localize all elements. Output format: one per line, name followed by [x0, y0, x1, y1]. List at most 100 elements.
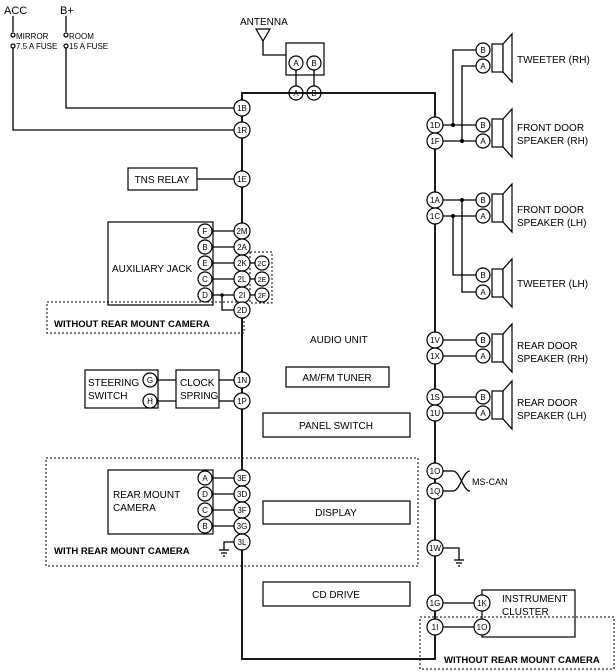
speaker-front-lh: B A FRONT DOOR SPEAKER (LH) [475, 182, 586, 234]
bplus-label: B+ [60, 5, 74, 17]
camera-pin-c: C [202, 506, 208, 515]
front-rh-label-1: FRONT DOOR [517, 123, 584, 134]
instrument-pin-1o: 1O [477, 623, 488, 632]
steering-label-1: STEERING [88, 378, 139, 389]
speaker-tweeter-rh: B A TWEETER (RH) [475, 32, 590, 84]
rear-rh-pin-a: A [480, 352, 486, 361]
connector-2f: 2F [258, 293, 266, 300]
tweeter-rh-pin-b: B [480, 46, 485, 55]
aux-jack-label: AUXILIARY JACK [112, 264, 193, 275]
connector-1r: 1R [237, 126, 247, 135]
instrument-pin-1k: 1K [477, 599, 487, 608]
antenna-pin-b: B [311, 59, 316, 68]
rear-lh-pin-a: A [480, 409, 486, 418]
room-fuse-label: 15 A FUSE [69, 42, 108, 51]
ground-icon-1w [443, 547, 464, 567]
connector-1d: 1D [430, 121, 440, 130]
connector-3e: 3E [237, 474, 247, 483]
camera-pin-b: B [202, 522, 207, 531]
ms-can-label: MS-CAN [472, 477, 508, 487]
aux-pin-b: B [202, 243, 207, 252]
front-rh-pin-a: A [480, 137, 486, 146]
speaker-icon [491, 268, 504, 298]
room-fuse-icon [63, 32, 69, 38]
module-display: DISPLAY [262, 500, 411, 525]
connector-1q: 1Q [430, 487, 441, 496]
speaker-rear-lh: B A REAR DOOR SPEAKER (LH) [475, 379, 586, 431]
connector-3g: 3G [237, 522, 248, 531]
tweeter-rh-label: TWEETER (RH) [517, 55, 590, 66]
connector-1f: 1F [430, 137, 439, 146]
instrument-cluster: INSTRUMENT CLUSTER 1K 1O [473, 589, 576, 638]
antenna-icon [254, 28, 272, 43]
tweeter-lh-pin-a: A [480, 288, 486, 297]
mirror-fuse-icon [10, 32, 16, 38]
connector-2l: 2L [238, 275, 247, 284]
antenna: ANTENNA A B A B [240, 17, 325, 101]
ground-icon-3l [219, 541, 234, 557]
connector-2e: 2E [258, 277, 267, 284]
connector-2m: 2M [236, 227, 247, 236]
steering-switch: STEERING SWITCH G H [84, 369, 176, 409]
steering-pin-g: G [147, 376, 153, 385]
connector-1c: 1C [430, 212, 440, 221]
left-connectors: 1B 1R 1E 2M 2A 2K 2L 2I 2D 1N 1P 3E 3D 3… [233, 99, 251, 551]
speaker-icon [491, 43, 504, 73]
aux-pin-f: F [203, 227, 208, 236]
front-lh-pin-b: B [480, 196, 485, 205]
camera-label-1: REAR MOUNT [113, 490, 180, 501]
connector-1w: 1W [429, 544, 441, 553]
audio-unit-title: AUDIO UNIT [310, 335, 368, 346]
connector-1n: 1N [237, 376, 247, 385]
instrument-label-2: CLUSTER [502, 607, 549, 618]
rear-mount-camera: REAR MOUNT CAMERA A D C B [107, 469, 234, 535]
without-camera-label-bottom: WITHOUT REAR MOUNT CAMERA [444, 655, 600, 666]
connector-1g: 1G [430, 599, 441, 608]
with-camera-frame [45, 457, 419, 567]
camera-pin-d: D [202, 490, 208, 499]
front-lh-label-1: FRONT DOOR [517, 205, 584, 216]
panel-switch-label: PANEL SWITCH [299, 421, 373, 432]
right-connectors: 1D 1F 1A 1C 1V 1X 1S 1U 1O 1Q 1W 1G 1I [426, 116, 444, 636]
rear-lh-label-1: REAR DOOR [517, 398, 578, 409]
connector-1b: 1B [237, 104, 247, 113]
antenna-label: ANTENNA [240, 17, 288, 28]
power-supply: ACC B+ MIRROR 7.5 A FUSE ROOM 15 A FUSE [4, 5, 234, 131]
connector-2k: 2K [237, 259, 247, 268]
connector-1a: 1A [430, 196, 440, 205]
without-camera-frame-bottom [419, 616, 615, 670]
aux-pin-e: E [202, 259, 207, 268]
speaker-rear-rh: B A REAR DOOR SPEAKER (RH) [475, 322, 588, 374]
rear-rh-label-2: SPEAKER (RH) [517, 354, 588, 365]
speaker-icon [491, 193, 504, 223]
connector-3l: 3L [238, 538, 247, 547]
connector-2d: 2D [237, 306, 247, 315]
speaker-front-rh: B A FRONT DOOR SPEAKER (RH) [475, 107, 588, 159]
tns-relay: TNS RELAY [127, 167, 234, 191]
connector-3f: 3F [237, 506, 246, 515]
connector-1s: 1S [430, 393, 440, 402]
without-camera-label-top: WITHOUT REAR MOUNT CAMERA [54, 319, 210, 330]
instrument-label-1: INSTRUMENT [502, 594, 568, 605]
tns-relay-label: TNS RELAY [135, 175, 190, 186]
tweeter-lh-label: TWEETER (LH) [517, 279, 588, 290]
connector-1v: 1V [430, 336, 440, 345]
module-cd-drive: CD DRIVE [262, 581, 411, 607]
clock-spring: CLOCK SPRING [175, 369, 234, 409]
auxiliary-jack: AUXILIARY JACK F B E C D [107, 221, 234, 311]
display-label: DISPLAY [315, 508, 357, 519]
connector-3d: 3D [237, 490, 247, 499]
speaker-tweeter-lh: B A TWEETER (LH) [475, 257, 588, 309]
connector-2i: 2I [239, 291, 246, 300]
steering-label-2: SWITCH [88, 391, 127, 402]
front-rh-label-2: SPEAKER (RH) [517, 136, 588, 147]
connector-1o: 1O [430, 467, 441, 476]
connector-1p: 1P [237, 397, 247, 406]
twisted-pair-icon [452, 470, 471, 492]
speaker-icon [491, 333, 504, 363]
module-tuner: AM/FM TUNER [285, 366, 390, 388]
camera-label-2: CAMERA [113, 503, 156, 514]
rear-lh-pin-b: B [480, 393, 485, 402]
rear-rh-pin-b: B [480, 336, 485, 345]
